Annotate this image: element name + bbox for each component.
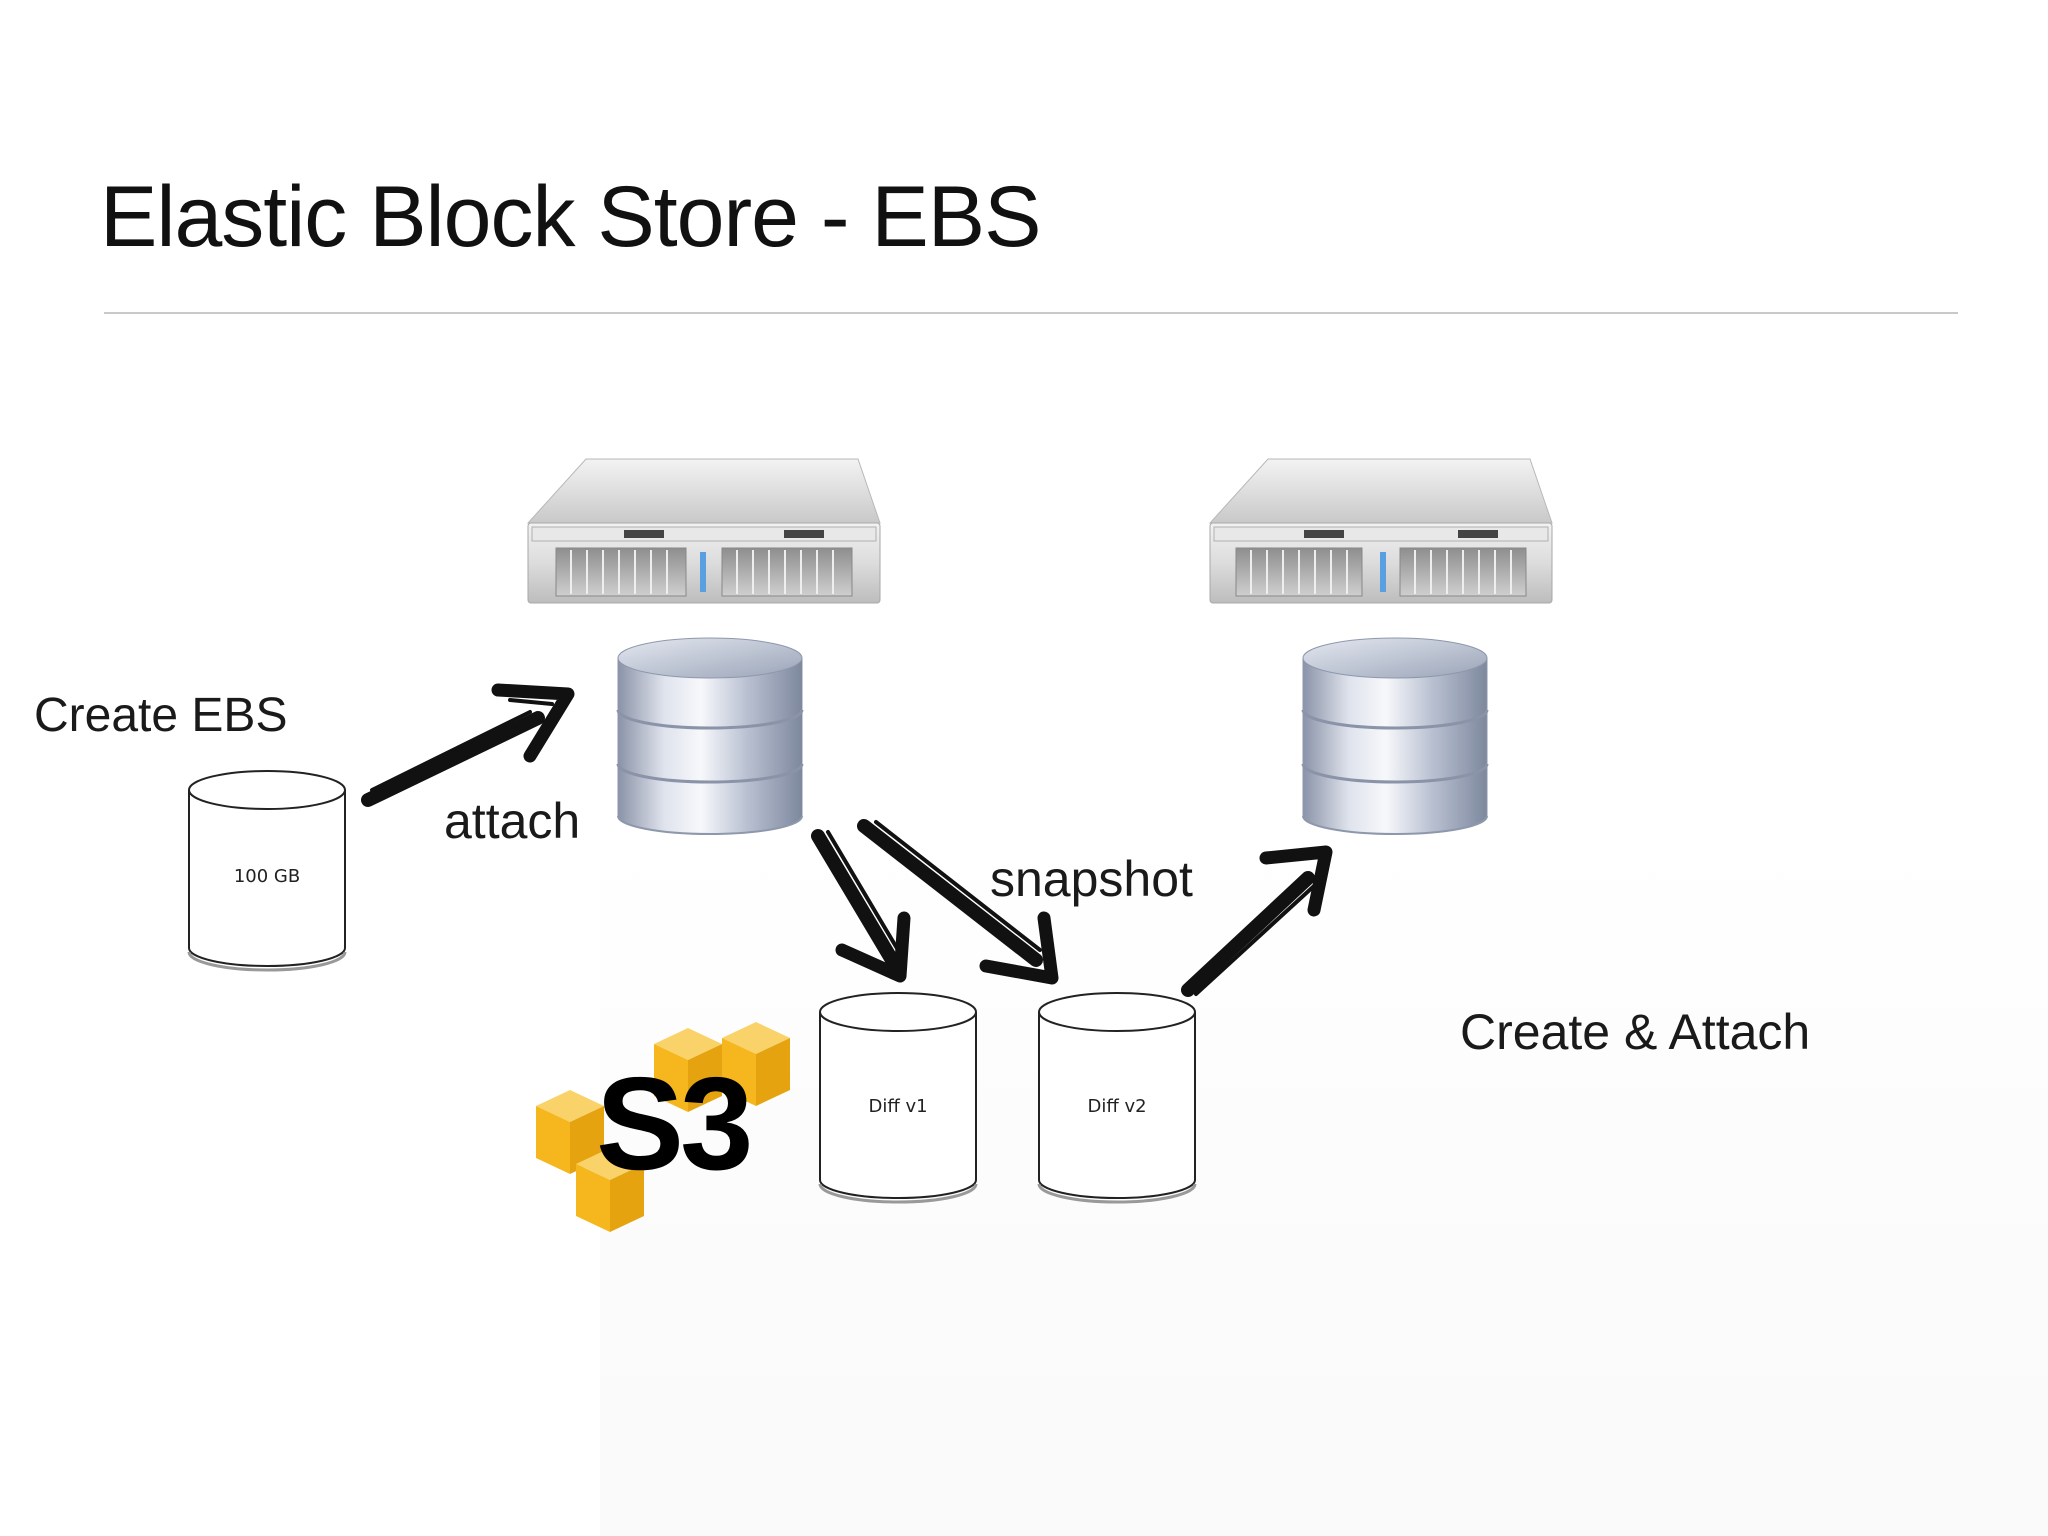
new-volume-label: 100 GB: [234, 866, 300, 887]
snapshot-arrow-2: [857, 819, 1059, 985]
attached-volume-1-icon: [616, 637, 804, 835]
s3-cubes-icon: [536, 1022, 790, 1232]
snapshot-label: snapshot: [990, 851, 1193, 907]
attach-arrow: [361, 683, 575, 807]
s3-logo-text: S3: [596, 1050, 753, 1197]
snapshot-2-label: Diff v2: [1087, 1096, 1146, 1117]
attach-label: attach: [444, 793, 581, 849]
new-volume-cylinder: 100 GB: [187, 770, 347, 972]
create-attach-label: Create & Attach: [1460, 1004, 1811, 1060]
server-1-icon: [526, 458, 881, 604]
create-attach-arrow: [1181, 845, 1333, 997]
create-ebs-label: Create EBS: [34, 689, 288, 742]
slide-title: Elastic Block Store - EBS: [100, 169, 1041, 265]
snapshot-2-cylinder: Diff v2: [1037, 992, 1197, 1204]
snapshot-arrow-1: [811, 829, 911, 983]
title-divider: [104, 312, 1958, 314]
attached-volume-2-icon: [1301, 637, 1489, 835]
server-2-icon: [1208, 458, 1553, 604]
snapshot-1-label: Diff v1: [868, 1096, 927, 1117]
snapshot-1-cylinder: Diff v1: [818, 992, 978, 1204]
